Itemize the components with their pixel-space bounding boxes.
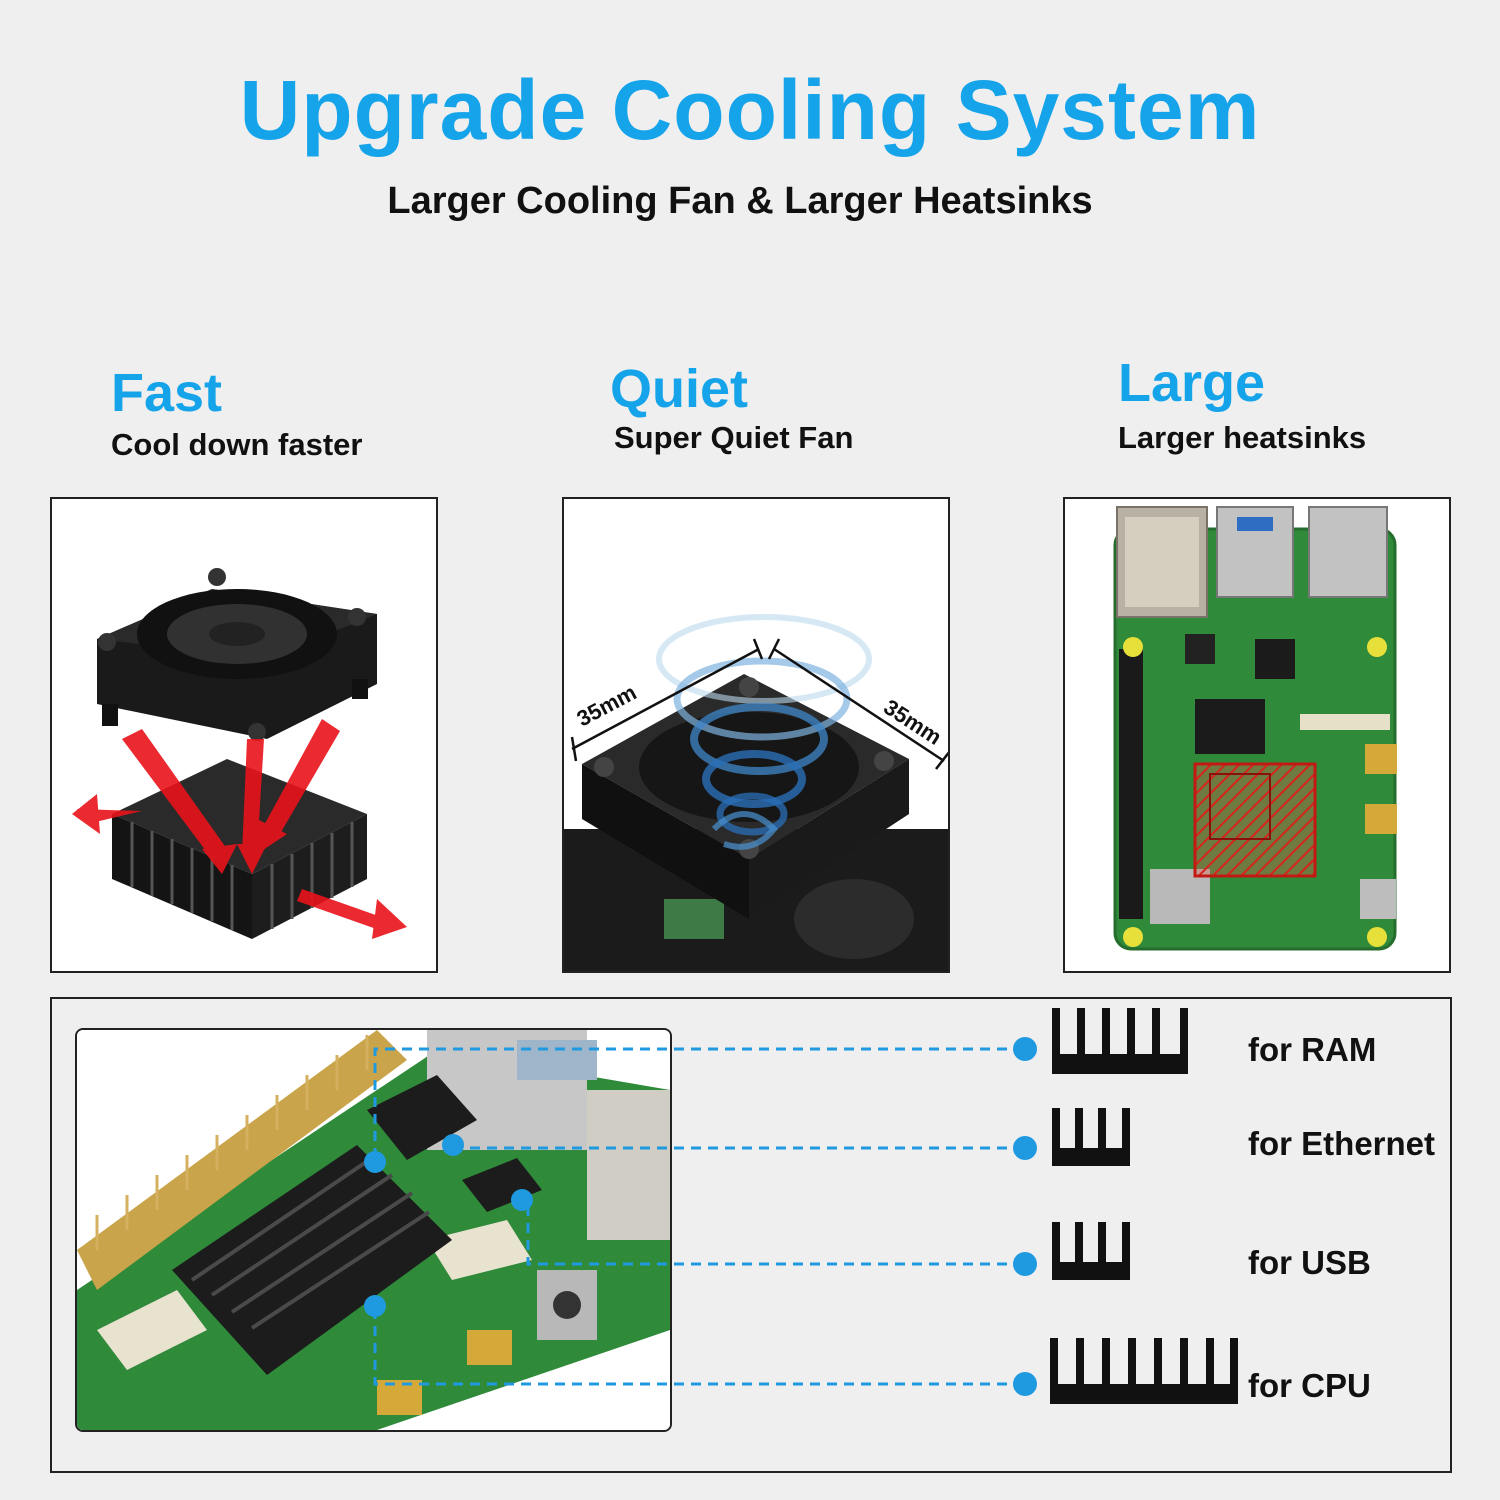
- page-subtitle: Larger Cooling Fan & Larger Heatsinks: [387, 180, 1093, 222]
- airflow-arrows-icon: [72, 719, 407, 939]
- fan-heatsink-image: [50, 497, 438, 973]
- feature-quiet-heading: Quiet: [610, 359, 749, 419]
- usb-heatsink-icon: [1052, 1222, 1130, 1280]
- feature-fast-caption: Cool down faster: [111, 427, 363, 462]
- board-heatsink-image: [1063, 497, 1451, 973]
- callout-dot-usb: [1013, 1252, 1037, 1276]
- airflow-swirl-icon: [656, 614, 872, 850]
- heatsink-label-ram: for RAM: [1248, 1031, 1377, 1068]
- cpu-heatsink-profile-icon: [1050, 1338, 1238, 1404]
- heatsink-label-cpu: for CPU: [1248, 1367, 1371, 1404]
- feature-large-heading: Large: [1118, 353, 1266, 413]
- callout-dot-ram: [1013, 1037, 1037, 1061]
- heatsink-label-usb: for USB: [1248, 1244, 1371, 1281]
- feature-quiet-caption: Super Quiet Fan: [614, 420, 854, 455]
- feature-fast-heading: Fast: [111, 363, 223, 423]
- cooling-fan-icon: [97, 568, 377, 741]
- cpu-heatsink-icon: [172, 1075, 542, 1375]
- ethernet-heatsink-icon: [1052, 1108, 1130, 1166]
- heatsink-label-ethernet: for Ethernet: [1248, 1125, 1436, 1162]
- callout-dot-ethernet: [1013, 1136, 1037, 1160]
- callout-dot-cpu: [1013, 1372, 1037, 1396]
- raspberry-pi-board-icon: [1113, 506, 1397, 951]
- dimension-lines: [570, 638, 948, 770]
- feature-large-caption: Larger heatsinks: [1118, 420, 1367, 455]
- heatsink-area-highlight: [1193, 762, 1317, 878]
- board-closeup-image: [75, 1028, 672, 1432]
- ram-heatsink-icon: [1052, 1008, 1188, 1074]
- page-title: Upgrade Cooling System: [239, 63, 1261, 157]
- quiet-fan-image: 35mm 35mm: [562, 497, 950, 973]
